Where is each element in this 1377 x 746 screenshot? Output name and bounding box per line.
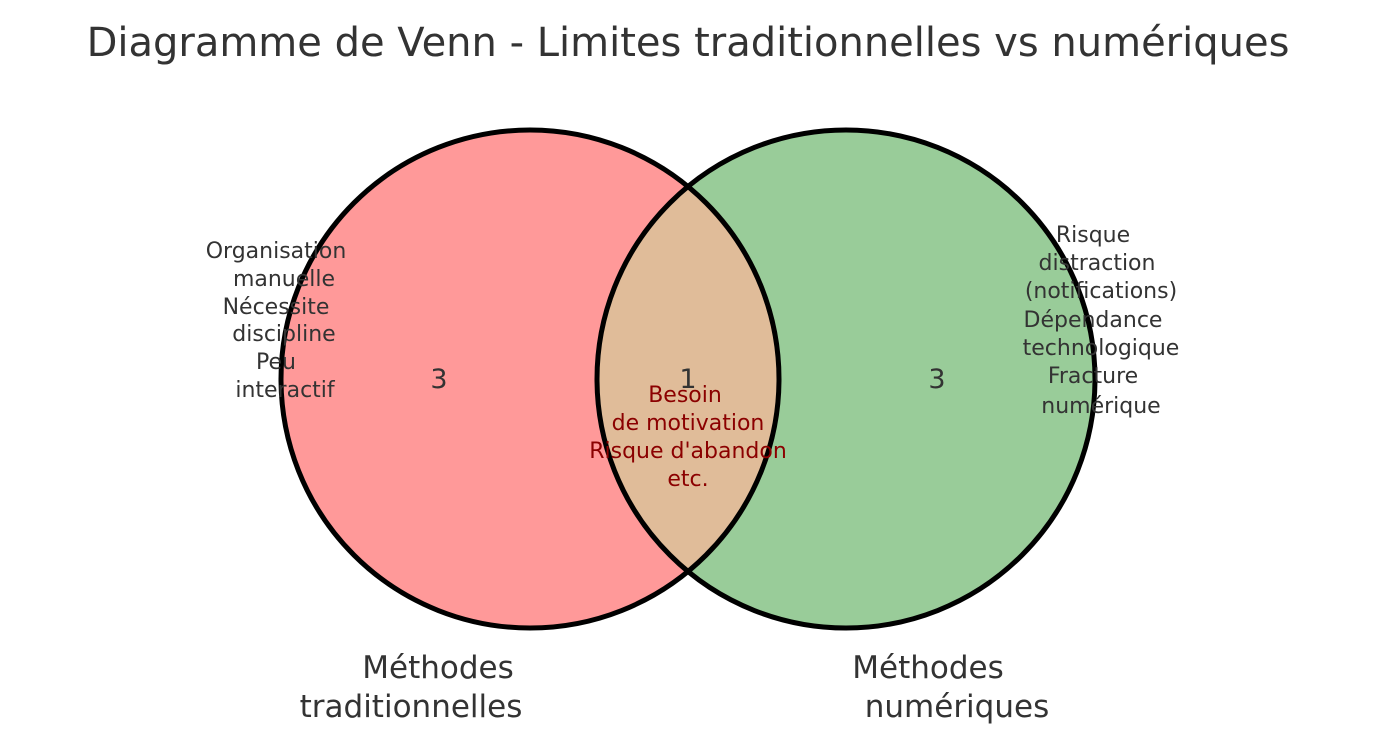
item-text: distraction — [1039, 251, 1156, 276]
intersection-items: Besoin de motivation Risque d'abandon et… — [589, 383, 787, 492]
set-traditional-label: Méthodes traditionnelles — [300, 650, 523, 725]
set-digital-label: Méthodes numériques — [852, 650, 1049, 725]
intersection-count: 1 — [679, 364, 696, 395]
set-traditional-count: 3 — [430, 364, 447, 395]
item-text: Risque d'abandon — [589, 439, 787, 464]
set-label-line: traditionnelles — [300, 689, 523, 725]
set-label-line: Méthodes — [852, 650, 1004, 686]
intersection-region — [597, 130, 779, 628]
item-text: discipline — [232, 322, 335, 347]
item-text: de motivation — [612, 411, 765, 436]
item-text: interactif — [235, 378, 336, 403]
item-text: Besoin — [648, 383, 722, 408]
item-text: numérique — [1041, 394, 1160, 419]
item-text: etc. — [667, 467, 708, 492]
set-digital-items: Risque distraction (notifications) Dépen… — [1023, 223, 1180, 419]
item-text: Dépendance — [1024, 308, 1163, 333]
set-label-line: numériques — [865, 689, 1049, 725]
set-digital-outline — [594, 127, 1098, 631]
item-text: Nécessite — [223, 295, 330, 320]
item-text: manuelle — [233, 267, 335, 292]
set-label-line: Méthodes — [362, 650, 514, 686]
item-text: Risque — [1056, 223, 1130, 248]
diagram-title: Diagramme de Venn - Limites traditionnel… — [87, 20, 1290, 66]
set-traditional-outline — [278, 127, 782, 631]
set-traditional-items: Organisation manuelle Nécessite discipli… — [206, 239, 347, 403]
item-text: technologique — [1023, 336, 1180, 361]
item-text: (notifications) — [1025, 279, 1177, 304]
set-digital-count: 3 — [928, 364, 945, 395]
item-text: Organisation — [206, 239, 347, 264]
item-text: Peu — [256, 350, 296, 375]
item-text: Fracture — [1048, 364, 1138, 389]
